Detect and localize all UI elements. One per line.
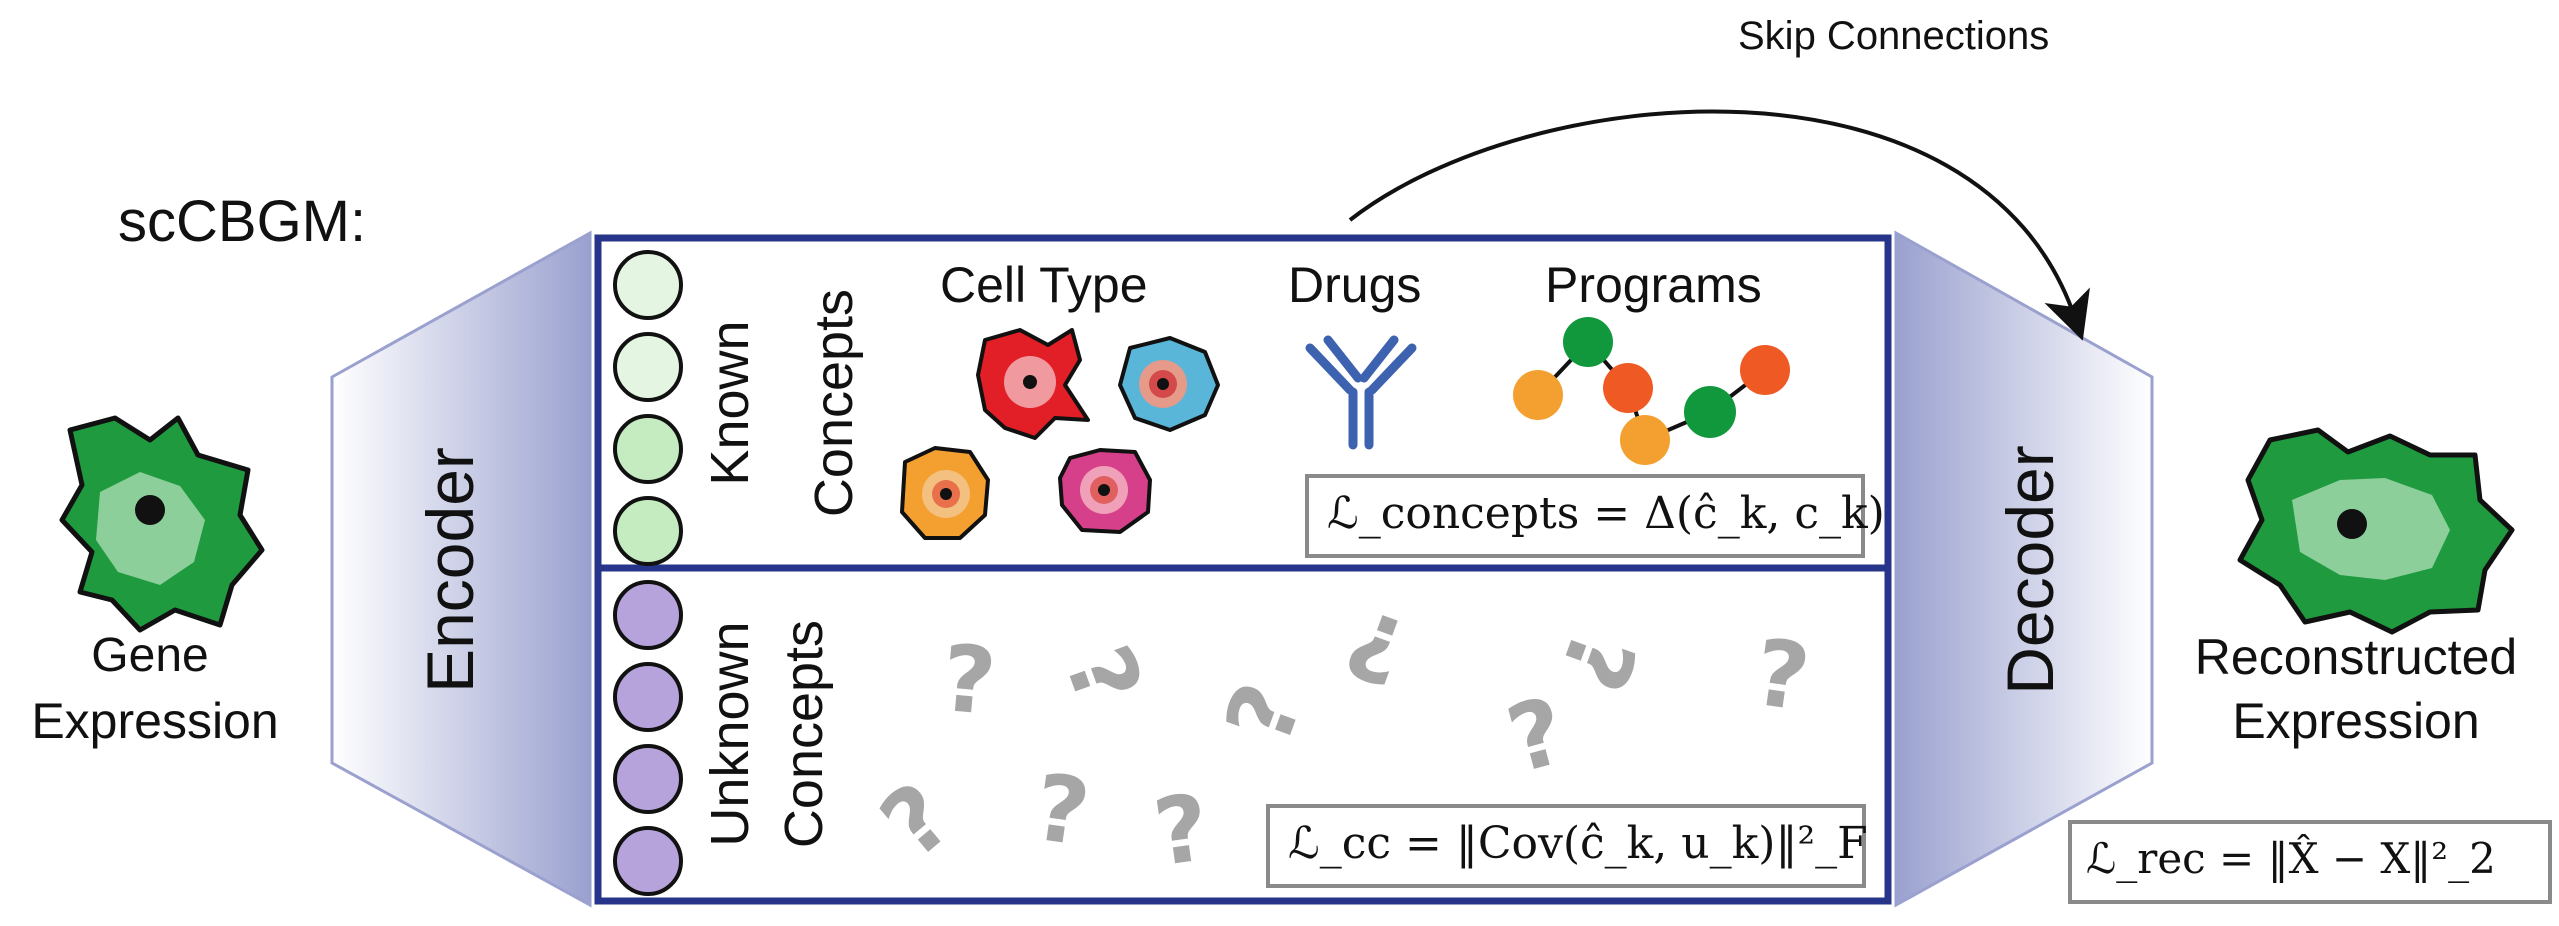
gene-expression-cell-icon — [59, 415, 265, 633]
cc-loss-box: ℒ_cc = ‖Cov(ĉ_k, u_k)‖²_F — [1266, 804, 1868, 888]
skip-connections-label: Skip Connections — [1738, 14, 2050, 58]
encoder-label: Encoder — [413, 447, 487, 693]
programs-header: Programs — [1545, 257, 1762, 313]
unknown-concept-node — [613, 662, 683, 732]
output-label-line1: Reconstructed — [2194, 629, 2518, 685]
known-concept-node — [613, 332, 683, 402]
unknown-concept-node — [613, 826, 683, 896]
reconstructed-cell-icon — [2237, 427, 2515, 635]
concepts-loss-formula: ℒ_concepts = Δ(ĉ_k, c_k) — [1327, 488, 1885, 539]
rec-loss-box: ℒ_rec = ‖X̂ − X‖²_2 — [2068, 820, 2552, 904]
drugs-header: Drugs — [1288, 257, 1422, 313]
rec-loss-formula: ℒ_rec = ‖X̂ − X‖²_2 — [2086, 834, 2496, 883]
question-mark-icon: ? — [937, 624, 1000, 737]
cc-loss-formula: ℒ_cc = ‖Cov(ĉ_k, u_k)‖²_F — [1288, 818, 1868, 869]
unknown-concept-node — [613, 580, 683, 650]
output-label-line2: Expression — [2232, 693, 2480, 749]
input-label-line1: Gene — [91, 629, 209, 682]
known-concepts-label-line1: Known — [700, 320, 760, 486]
concepts-loss-box: ℒ_concepts = Δ(ĉ_k, c_k) — [1305, 474, 1885, 558]
input-label-line2: Expression — [31, 693, 279, 749]
model-title: scCBGM: — [118, 189, 367, 254]
known-concept-node — [613, 250, 683, 320]
gene-program-network-icon — [1513, 317, 1790, 465]
unknown-concepts-label-line1: Unknown — [700, 621, 760, 847]
known-concepts-label-line2: Concepts — [804, 288, 864, 518]
encoder-block — [330, 230, 592, 908]
decoder-label: Decoder — [1993, 445, 2067, 695]
antibody-drug-icon — [1305, 335, 1417, 450]
known-concept-node — [613, 496, 683, 566]
cell-type-header: Cell Type — [940, 257, 1148, 313]
unknown-concept-node — [613, 744, 683, 814]
skip-connection-arrow-icon — [1348, 109, 2090, 341]
cell-type-icons — [900, 328, 1220, 540]
unknown-concepts-label-line2: Concepts — [774, 619, 834, 849]
known-concept-node — [613, 414, 683, 484]
